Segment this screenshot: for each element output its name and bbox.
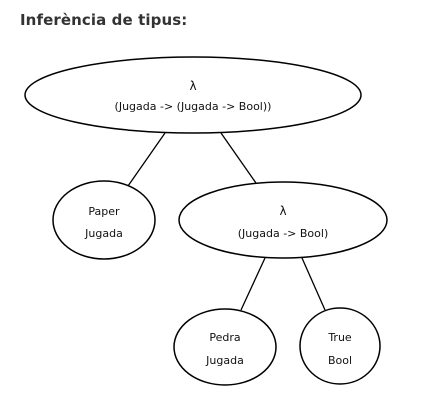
true-node-shape	[299, 307, 381, 385]
root-node: λ (Jugada -> (Jugada -> Bool))	[24, 56, 362, 134]
page-title: Inferència de tipus:	[20, 11, 188, 29]
paper-node-value: Paper	[88, 205, 120, 218]
true-node-value: True	[327, 331, 352, 344]
edge-right-true	[301, 257, 326, 311]
paper-node-shape	[52, 180, 156, 260]
root-node-shape	[24, 56, 362, 134]
inner-lambda-node-shape	[178, 181, 388, 259]
pedra-node-type: Jugada	[205, 354, 244, 367]
root-node-symbol: λ	[189, 79, 196, 93]
root-node-type: (Jugada -> (Jugada -> Bool))	[115, 100, 272, 113]
true-node: True Bool	[299, 307, 381, 385]
inner-lambda-node: λ (Jugada -> Bool)	[178, 181, 388, 259]
paper-node: Paper Jugada	[52, 180, 156, 260]
inner-lambda-node-type: (Jugada -> Bool)	[238, 227, 329, 240]
pedra-node: Pedra Jugada	[173, 308, 277, 386]
paper-node-type: Jugada	[84, 227, 123, 240]
edge-right-pedra	[240, 257, 266, 311]
pedra-node-value: Pedra	[209, 331, 240, 344]
edge-root-left	[127, 132, 166, 187]
edge-root-right	[220, 132, 257, 184]
inner-lambda-node-symbol: λ	[279, 204, 286, 218]
pedra-node-shape	[173, 308, 277, 386]
true-node-type: Bool	[328, 354, 352, 367]
